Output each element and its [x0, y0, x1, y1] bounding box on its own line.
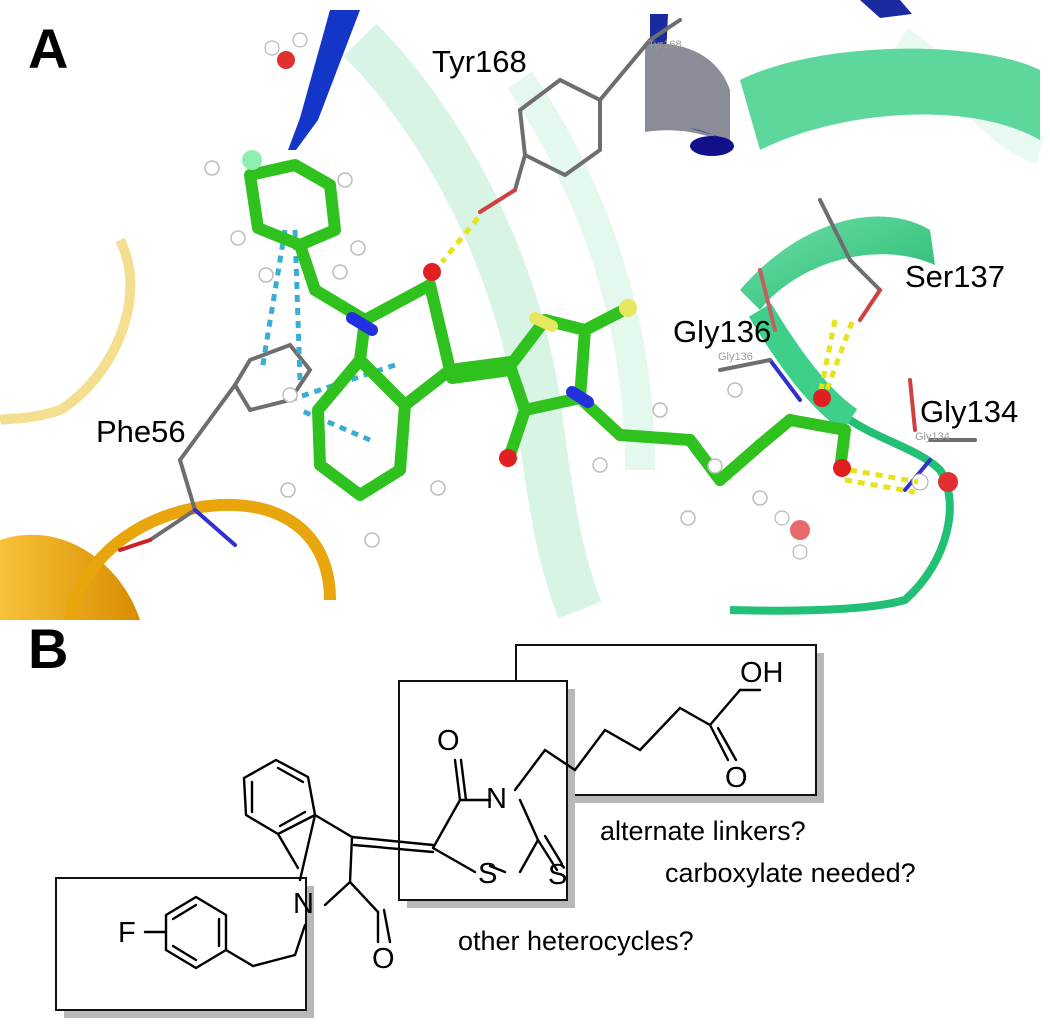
residue-label-phe56: Phe56: [96, 414, 186, 449]
atom-label-thione-s: S: [548, 859, 567, 891]
loop-orange: [0, 237, 336, 620]
atom-label-acid-o: O: [725, 762, 748, 794]
residue-label-gly136: Gly136: [673, 314, 771, 349]
residue-label-gly134: Gly134: [920, 394, 1018, 429]
region-boxes: [55, 644, 824, 1018]
residue-label-ser137: Ser137: [905, 259, 1005, 294]
atom-label-fluorine: F: [118, 917, 136, 949]
skeletal-structure: [143, 688, 762, 970]
helix-grey: [645, 43, 734, 156]
chemical-structure-panel: B: [28, 620, 916, 1018]
question-other-heterocycles: other heterocycles?: [458, 926, 694, 956]
helix-green: [729, 48, 1040, 615]
atom-label-rhodanine-o: O: [437, 725, 460, 757]
faint-label-gly134: Gly134: [915, 431, 950, 443]
residue-label-tyr168: Tyr168: [432, 44, 527, 79]
panel-a-letter: A: [28, 17, 68, 80]
ligand-heteroatoms: [242, 150, 851, 477]
atom-label-indole-o: O: [372, 943, 395, 975]
ligand-hydrogens: [204, 160, 768, 548]
atom-label-ring-s: S: [478, 858, 497, 890]
hydrogen-bond-lines: [440, 216, 919, 495]
faint-label-tyr: Tyr168: [648, 39, 682, 51]
question-alternate-linkers: alternate linkers?: [600, 816, 806, 846]
ligand: [244, 159, 851, 501]
atom-label-indole-n: N: [293, 888, 314, 920]
atom-label-oh: OH: [740, 657, 784, 689]
residue-sticks: [118, 18, 977, 552]
docking-pose-panel: A Tyr168 Ser137 Gly136 Gly134 Phe56 Tyr1…: [0, 0, 1045, 620]
water-molecules: [264, 32, 958, 560]
atom-label-rhodanine-n: N: [486, 783, 507, 815]
panel-b-letter: B: [28, 620, 68, 680]
faint-label-gly136: Gly136: [718, 351, 753, 363]
question-carboxylate-needed: carboxylate needed?: [665, 858, 916, 888]
